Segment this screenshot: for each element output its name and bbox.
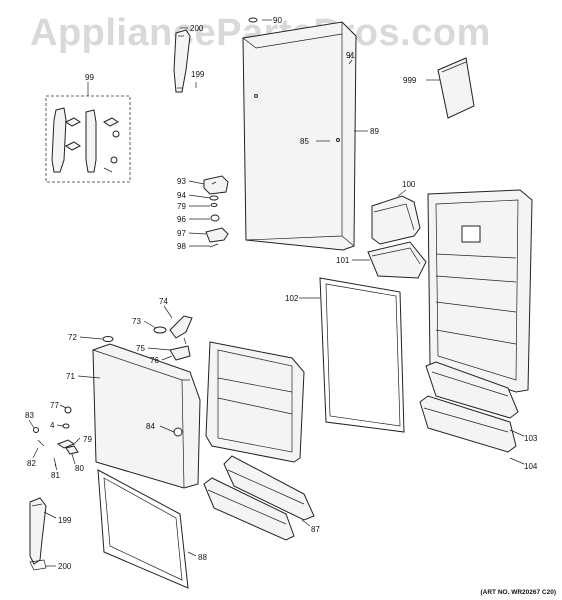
callout-81: 81 <box>51 471 60 480</box>
freezer-small-parts <box>33 406 79 467</box>
literature-packet <box>437 57 475 119</box>
callout-90: 90 <box>273 16 282 25</box>
callout-71: 71 <box>66 372 75 381</box>
callout-75: 75 <box>136 344 145 353</box>
callout-labels: 200 90 91 199 999 99 89 85 93 94 79 96 9… <box>25 16 538 571</box>
callout-79-top: 79 <box>177 202 186 211</box>
callout-103: 103 <box>524 434 538 443</box>
callout-999: 999 <box>403 76 417 85</box>
callout-87: 87 <box>311 525 320 534</box>
callout-101: 101 <box>336 256 350 265</box>
callout-199-top: 199 <box>191 70 205 79</box>
callout-84: 84 <box>146 422 155 431</box>
freezer-drawer-front <box>92 343 201 489</box>
freezer-door-gasket <box>97 469 189 589</box>
callout-200-top: 200 <box>190 24 204 33</box>
callout-83: 83 <box>25 411 34 420</box>
callout-80: 80 <box>75 464 84 473</box>
handle-kit-box <box>45 95 131 183</box>
freezer-basket-lower <box>203 477 295 541</box>
callout-96: 96 <box>177 215 186 224</box>
callout-97: 97 <box>177 229 186 238</box>
upper-door-handle <box>173 29 191 93</box>
top-cap <box>102 336 114 342</box>
callout-89: 89 <box>370 127 379 136</box>
callout-82: 82 <box>27 459 36 468</box>
freezer-drawer-liner <box>205 341 305 463</box>
ice-scoop <box>169 315 193 339</box>
callout-91: 91 <box>346 51 355 60</box>
upper-door <box>242 17 357 251</box>
dairy-door-bin <box>371 195 421 245</box>
callout-4: 4 <box>50 421 55 430</box>
freezer-hinge-pin <box>153 326 167 334</box>
callout-102: 102 <box>285 294 299 303</box>
hinge-assembly-parts <box>203 175 229 248</box>
leader-lines <box>28 19 525 567</box>
callout-72: 72 <box>68 333 77 342</box>
lower-door-handle <box>29 497 47 571</box>
callout-98: 98 <box>177 242 186 251</box>
callout-79-bot: 79 <box>83 435 92 444</box>
callout-85: 85 <box>300 137 309 146</box>
art-number: (ART NO. WR20267 C20) <box>480 589 557 596</box>
callout-77: 77 <box>50 401 59 410</box>
callout-73: 73 <box>132 317 141 326</box>
dairy-shelf <box>367 241 427 279</box>
callout-99: 99 <box>85 73 94 82</box>
callout-76: 76 <box>150 356 159 365</box>
callout-199-bot: 199 <box>58 516 72 525</box>
freezer-hinge-bracket <box>169 337 191 361</box>
callout-74: 74 <box>159 297 168 306</box>
callout-200-bot: 200 <box>58 562 72 571</box>
freezer-basket-87 <box>223 455 315 521</box>
callout-93: 93 <box>177 177 186 186</box>
callout-104: 104 <box>524 462 538 471</box>
callout-100: 100 <box>402 180 416 189</box>
door-bin-104 <box>419 395 517 453</box>
upper-door-gasket <box>319 277 405 433</box>
callout-88: 88 <box>198 553 207 562</box>
callout-94: 94 <box>177 191 186 200</box>
upper-door-liner <box>427 189 533 393</box>
door-bin-103 <box>425 361 519 419</box>
